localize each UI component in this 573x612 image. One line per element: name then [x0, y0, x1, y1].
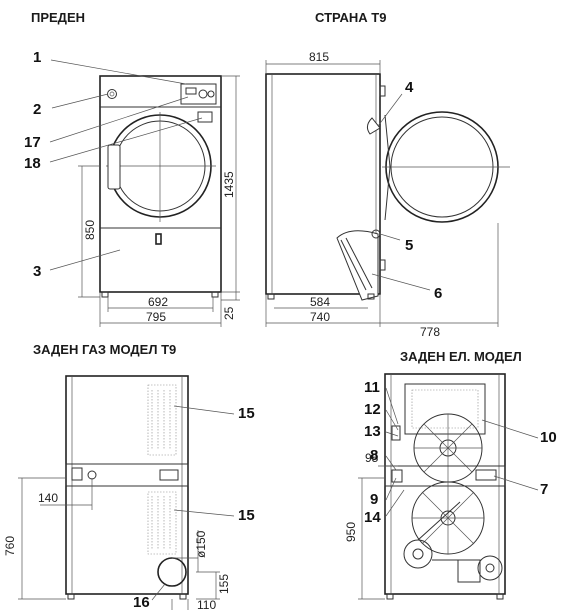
dim-front-door-center: 850 — [83, 220, 97, 240]
dim-gas-duct-height: 155 — [217, 574, 231, 594]
hinge-top — [366, 117, 381, 135]
callout-2: 2 — [33, 101, 42, 118]
callout-14: 14 — [364, 509, 381, 526]
upper-grille — [147, 384, 177, 456]
callout-5: 5 — [405, 237, 414, 254]
callout-12: 12 — [364, 401, 381, 418]
callout-18: 18 — [24, 155, 41, 172]
callout-15-lower: 15 — [238, 507, 255, 524]
front-knob — [107, 89, 117, 99]
dim-side-depth-inner: 584 — [310, 295, 330, 309]
callout-4: 4 — [405, 79, 414, 96]
callout-13: 13 — [364, 423, 381, 440]
dim-side-depth-top: 815 — [309, 50, 329, 64]
front-cabinet — [99, 75, 222, 293]
side-view-title: СТРАНА T9 — [315, 10, 387, 25]
door-handle — [107, 144, 121, 190]
callout-10: 10 — [540, 429, 557, 446]
front-view — [49, 59, 240, 327]
rear-electric-view — [358, 373, 539, 600]
dim-gas-duct-offset: 110 — [197, 598, 216, 612]
callout-16: 16 — [133, 594, 150, 611]
dim-gas-height: 760 — [3, 536, 17, 556]
dim-front-height: 1435 — [222, 171, 236, 198]
dim-front-width-inner: 692 — [148, 295, 168, 309]
callout-11: 11 — [364, 379, 380, 396]
callout-7: 7 — [540, 481, 549, 498]
callout-6: 6 — [434, 285, 443, 302]
dim-side-door-open: 778 — [420, 325, 440, 339]
callout-15-upper: 15 — [238, 405, 255, 422]
dim-el-height: 950 — [344, 522, 358, 542]
callout-9: 9 — [370, 491, 379, 508]
callout-3: 3 — [33, 263, 42, 280]
callout-8: 8 — [370, 447, 379, 464]
callout-17: 17 — [24, 134, 41, 151]
side-cabinet — [265, 73, 381, 295]
dim-gas-offset-x: 140 — [38, 491, 58, 505]
lint-drawer — [336, 230, 379, 301]
motor — [403, 539, 433, 569]
dim-el-offset: 95 — [365, 451, 379, 465]
dim-gas-duct-diameter: ø150 — [194, 530, 208, 558]
dim-front-width-outer: 795 — [146, 310, 166, 324]
heater-box — [404, 383, 486, 435]
rear-gas-view-title: ЗАДЕН ГАЗ МОДЕЛ T9 — [33, 342, 177, 357]
callout-1: 1 — [33, 49, 42, 66]
side-view — [265, 60, 510, 327]
dim-front-feet: 25 — [222, 306, 236, 320]
rear-gas-view — [18, 375, 235, 610]
front-view-title: ПРЕДЕН — [31, 10, 86, 25]
rear-electric-view-title: ЗАДЕН ЕЛ. МОДЕЛ — [400, 349, 522, 364]
dim-side-depth-outer: 740 — [310, 310, 330, 324]
